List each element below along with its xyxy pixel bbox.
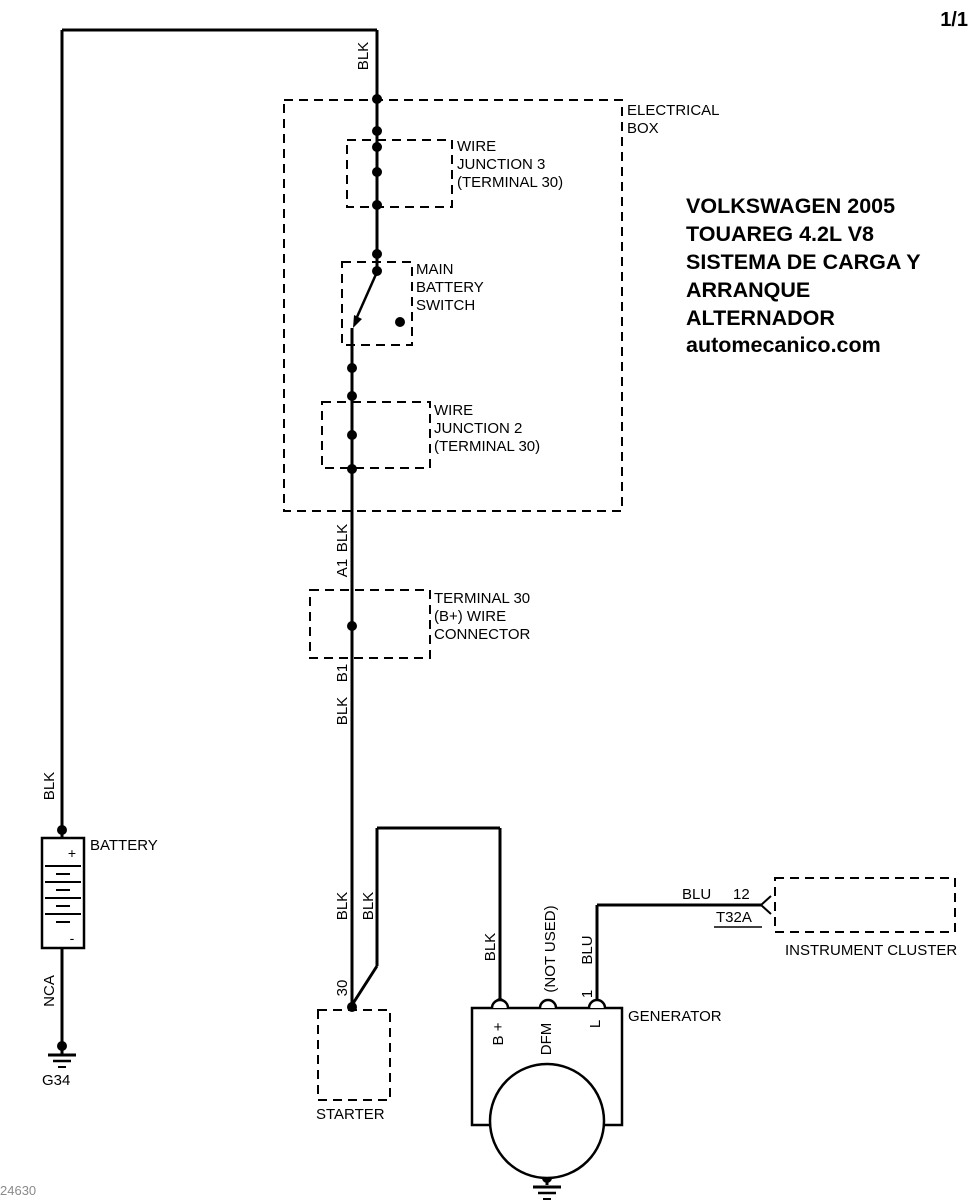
junction-dot [372, 126, 382, 136]
junction-dot [372, 142, 382, 152]
battery-label: BATTERY [90, 837, 158, 854]
wire-junction-3-label-3: (TERMINAL 30) [457, 174, 563, 191]
page-number: 1/1 [940, 9, 968, 31]
wire-label-a1: A1 [334, 559, 351, 577]
wire-label-blk-top: BLK [355, 42, 372, 70]
wire-junction-3-label-1: WIRE [457, 138, 496, 155]
ground-g34-label: G34 [42, 1072, 70, 1089]
wire-junction-2-outline [321, 401, 431, 469]
junction-dot [347, 464, 357, 474]
wires [60, 28, 761, 1048]
generator-symbol [470, 998, 624, 1200]
junction-dot [372, 167, 382, 177]
battery-terminal-dot [57, 825, 67, 835]
main-battery-switch-label-3: SWITCH [416, 297, 475, 314]
electrical-box-label-1: ELECTRICAL [627, 102, 720, 119]
battery-minus-sign: - [70, 930, 75, 946]
switch-contact-dot [395, 317, 405, 327]
wire-label-blk-generator: BLK [482, 933, 499, 961]
wire-label-blu-horizontal: BLU [682, 886, 711, 903]
junction-dot [372, 249, 382, 259]
generator-terminal-bump-l [587, 998, 607, 1009]
connector-t32a-symbol [759, 895, 772, 915]
starter-outline [317, 1009, 391, 1101]
wire-junction-3-label-2: JUNCTION 3 [457, 156, 545, 173]
wire-label-blk-branch: BLK [360, 892, 377, 920]
main-battery-switch-outline [341, 261, 413, 346]
generator-label: GENERATOR [628, 1008, 722, 1025]
generator-terminal-bump-bplus [490, 998, 510, 1009]
generator-terminal-l-label: L [587, 1020, 604, 1028]
wire-label-blk-main: BLK [334, 892, 351, 920]
junction-dot [347, 363, 357, 373]
main-battery-switch-label-2: BATTERY [416, 279, 484, 296]
battery-plus-sign: + [68, 845, 76, 861]
generator-terminal-bplus-label: B + [490, 1022, 507, 1045]
wire-label-blk-b1: BLK [334, 697, 351, 725]
wire-junction-2-label-1: WIRE [434, 402, 473, 419]
main-battery-switch-label-1: MAIN [416, 261, 454, 278]
battery-outline [40, 836, 86, 950]
wire-junction-2-label-2: JUNCTION 2 [434, 420, 522, 437]
footer-code: 24630 [0, 1183, 36, 1198]
generator-terminal-bump-dfm [538, 998, 558, 1009]
switch-pivot-dot [372, 266, 382, 276]
title-line-2: TOUAREG 4.2L V8 [686, 222, 874, 246]
generator-dfm-not-used-label: (NOT USED) [542, 905, 559, 992]
starter-label: STARTER [316, 1106, 385, 1123]
generator-terminal-dfm-label: DFM [538, 1023, 555, 1056]
generator-l-pin-label: 1 [579, 990, 596, 998]
instrument-cluster-outline [774, 877, 956, 933]
wire-label-blk-a1: BLK [334, 524, 351, 552]
wire-junction-2-label-3: (TERMINAL 30) [434, 438, 540, 455]
wire-junction-3-outline [346, 139, 453, 208]
junction-dot [372, 200, 382, 210]
terminal-30-connector-outline [309, 589, 431, 659]
junction-dot [347, 621, 357, 631]
electrical-box-label-2: BOX [627, 120, 659, 137]
switch-blade [355, 271, 379, 318]
junction-dot [347, 391, 357, 401]
title-line-5: ALTERNADOR [686, 306, 835, 330]
wire-label-blk-left: BLK [41, 772, 58, 800]
starter-terminal-30-label: 30 [334, 980, 351, 997]
wire-label-blu-vertical: BLU [579, 935, 596, 964]
wire-branch-diagonal [350, 965, 379, 1006]
wire-label-b1: B1 [334, 664, 351, 682]
title-line-4: ARRANQUE [686, 278, 810, 302]
cluster-connector-label: T32A [716, 909, 752, 926]
instrument-cluster-label: INSTRUMENT CLUSTER [785, 942, 957, 959]
alternator-rotor-circle [488, 1062, 606, 1180]
cluster-pin-label: 12 [733, 886, 750, 903]
switch-blade-arrow [353, 315, 362, 328]
electrical-box-outline [283, 99, 623, 512]
terminal-30-connector-label-2: (B+) WIRE [434, 608, 506, 625]
title-line-1: VOLKSWAGEN 2005 [686, 194, 895, 218]
ground-g34-symbol [48, 1046, 76, 1068]
title-line-3: SISTEMA DE CARGA Y [686, 250, 921, 274]
title-line-6: automecanico.com [686, 333, 881, 357]
wire-label-nca: NCA [41, 975, 58, 1007]
junction-dot [347, 430, 357, 440]
battery-symbol: + - [40, 836, 86, 950]
terminal-30-connector-label-3: CONNECTOR [434, 626, 531, 643]
terminal-30-connector-label-1: TERMINAL 30 [434, 590, 530, 607]
